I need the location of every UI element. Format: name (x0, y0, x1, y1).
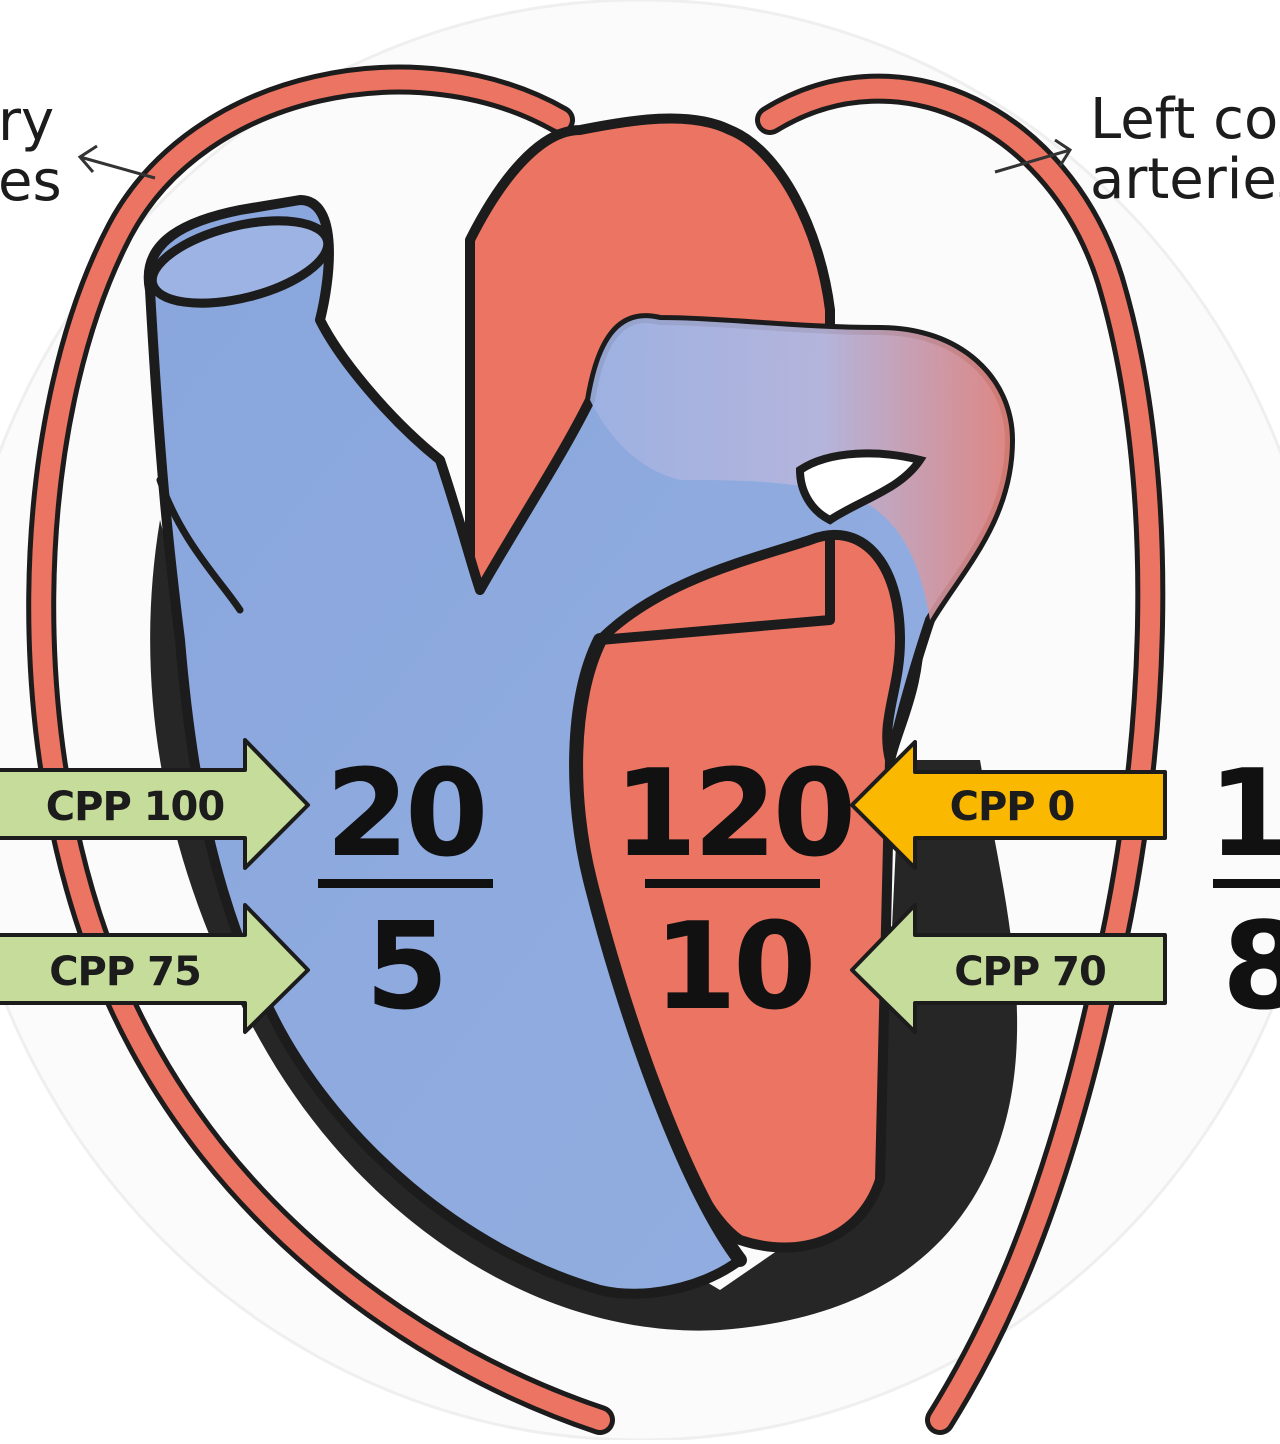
aortic-fraction-bar (1213, 879, 1280, 888)
left-coronary-label-line1: Left co (1090, 87, 1278, 152)
lv-fraction-bar (645, 879, 820, 888)
cpp-0-label: CPP 0 (950, 784, 1075, 830)
rv-diastolic-pressure: 5 (365, 898, 445, 1037)
rv-fraction-bar (318, 879, 493, 888)
left-coronary-label-line2: arteries (1090, 147, 1280, 212)
aortic-diastolic-pressure: 8 (1222, 898, 1280, 1037)
right-coronary-label-line1: ry (0, 89, 54, 154)
cpp-75-label: CPP 75 (49, 949, 201, 995)
aortic-systolic-pressure: 12 (1208, 745, 1280, 884)
lv-diastolic-pressure: 10 (654, 898, 813, 1037)
lv-systolic-pressure: 120 (614, 745, 853, 884)
rv-systolic-pressure: 20 (326, 745, 485, 884)
right-coronary-label-line2: es (0, 149, 62, 214)
cpp-70-label: CPP 70 (954, 949, 1106, 995)
cpp-100-label: CPP 100 (46, 784, 224, 830)
